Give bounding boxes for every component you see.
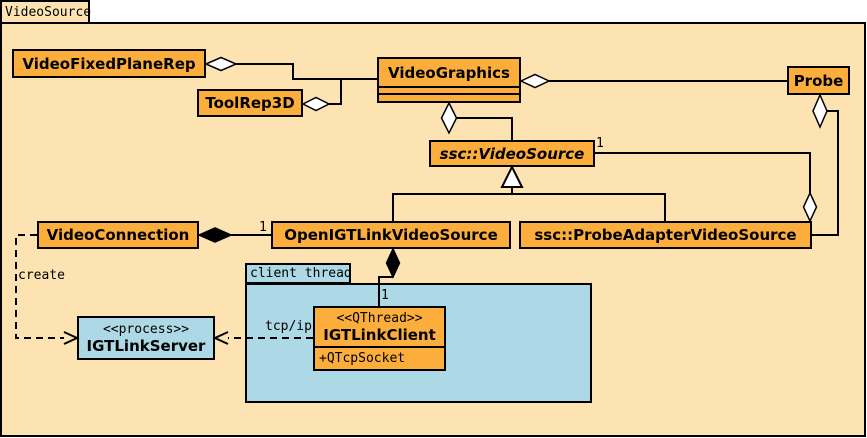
multiplicity-label: 1 bbox=[259, 220, 267, 235]
diagram-title: VideoSource bbox=[5, 4, 92, 20]
class-name: IGTLinkServer bbox=[86, 336, 206, 355]
multiplicity-label: 1 bbox=[381, 288, 389, 303]
attribute: +QTcpSocket bbox=[319, 351, 406, 366]
class-probe: Probe bbox=[787, 66, 850, 95]
multiplicity-label: 1 bbox=[596, 136, 604, 151]
class-ssc-video-source: ssc::VideoSource bbox=[429, 140, 595, 167]
dependency-label-create: create bbox=[18, 268, 65, 283]
class-name: VideoFixedPlaneRep bbox=[22, 54, 196, 73]
class-title-compartment: VideoGraphics bbox=[379, 59, 519, 88]
class-open-igtlink-video-source: OpenIGTLinkVideoSource bbox=[271, 221, 511, 249]
class-name: VideoGraphics bbox=[388, 63, 510, 82]
attributes-compartment: +QTcpSocket bbox=[315, 346, 444, 369]
class-ssc-probe-adapter-video-source: ssc::ProbeAdapterVideoSource bbox=[519, 221, 812, 249]
class-video-connection: VideoConnection bbox=[37, 221, 199, 249]
class-name: ssc::ProbeAdapterVideoSource bbox=[534, 226, 797, 244]
class-title-compartment: <<process>> IGTLinkServer bbox=[79, 318, 213, 358]
class-igtlink-server: <<process>> IGTLinkServer bbox=[77, 316, 215, 360]
class-name: IGTLinkClient bbox=[323, 325, 436, 344]
class-tool-rep-3d: ToolRep3D bbox=[197, 89, 303, 117]
package-client-thread-tab: client thread bbox=[245, 263, 351, 284]
class-name: ToolRep3D bbox=[205, 94, 295, 112]
class-name: VideoConnection bbox=[46, 226, 190, 244]
empty-attributes-compartment bbox=[379, 88, 519, 95]
diagram-title-tab: VideoSource bbox=[0, 0, 92, 24]
stereotype: <<process>> bbox=[102, 321, 190, 337]
dependency-label-tcp-ip: tcp/ip bbox=[265, 319, 312, 334]
class-title-compartment: <<QThread>> IGTLinkClient bbox=[315, 308, 444, 346]
stereotype: <<QThread>> bbox=[336, 310, 423, 326]
class-name: Probe bbox=[793, 71, 844, 90]
package-label: client thread bbox=[250, 266, 351, 281]
class-igtlink-client: <<QThread>> IGTLinkClient +QTcpSocket bbox=[313, 306, 446, 371]
class-video-graphics: VideoGraphics bbox=[377, 57, 521, 103]
class-name: ssc::VideoSource bbox=[439, 144, 585, 163]
empty-operations-compartment bbox=[379, 95, 519, 101]
class-name: OpenIGTLinkVideoSource bbox=[284, 226, 498, 244]
class-video-fixed-plane-rep: VideoFixedPlaneRep bbox=[12, 49, 206, 78]
